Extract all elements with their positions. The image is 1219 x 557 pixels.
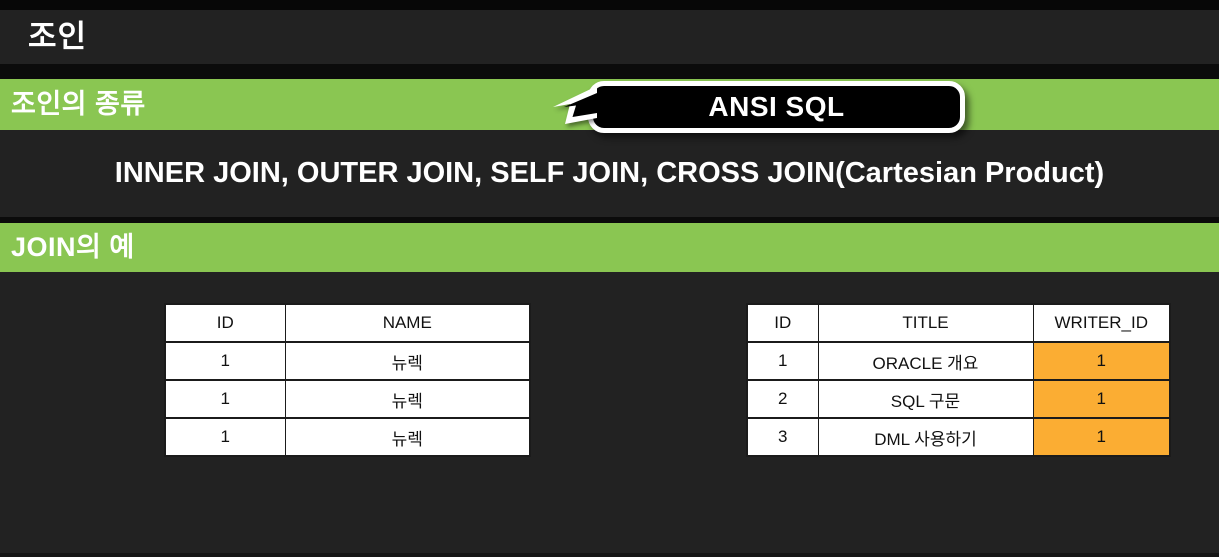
table-row: 3 DML 사용하기 1 bbox=[746, 417, 1171, 457]
table-row: 1 ORACLE 개요 1 bbox=[746, 341, 1171, 381]
column-header-id: ID bbox=[164, 303, 286, 343]
posts-table: ID TITLE WRITER_ID 1 ORACLE 개요 1 2 SQL 구… bbox=[746, 303, 1171, 457]
speech-bubble-tail-icon bbox=[553, 86, 597, 124]
section-header-label: 조인의 종류 bbox=[11, 89, 146, 119]
column-header-writer-id: WRITER_ID bbox=[1032, 303, 1171, 343]
cell-id: 1 bbox=[164, 341, 286, 381]
cell-title: SQL 구문 bbox=[817, 379, 1034, 419]
column-header-name: NAME bbox=[284, 303, 531, 343]
table-row: 1 뉴렉 bbox=[164, 417, 531, 457]
ansi-sql-callout: ANSI SQL bbox=[588, 81, 965, 133]
cell-name: 뉴렉 bbox=[284, 379, 531, 419]
divider-band bbox=[0, 217, 1219, 223]
cell-name: 뉴렉 bbox=[284, 417, 531, 457]
cell-title: DML 사용하기 bbox=[817, 417, 1034, 457]
cell-id: 1 bbox=[746, 341, 819, 381]
section-header-join-example: JOIN의 예 bbox=[0, 223, 1219, 272]
page-title: 조인 bbox=[28, 19, 88, 54]
divider-band bbox=[0, 64, 1219, 79]
table-row: 1 뉴렉 bbox=[164, 341, 531, 381]
join-types-text: INNER JOIN, OUTER JOIN, SELF JOIN, CROSS… bbox=[114, 157, 1105, 189]
cell-id: 2 bbox=[746, 379, 819, 419]
writers-table: ID NAME 1 뉴렉 1 뉴렉 1 뉴렉 bbox=[164, 303, 531, 457]
table-header-row: ID NAME bbox=[164, 303, 531, 343]
cell-writer-id: 1 bbox=[1032, 417, 1171, 457]
column-header-title: TITLE bbox=[817, 303, 1034, 343]
table-row: 1 뉴렉 bbox=[164, 379, 531, 419]
bottom-edge-strip bbox=[0, 553, 1219, 557]
title-section: 조인 bbox=[0, 10, 1219, 64]
table-header-row: ID TITLE WRITER_ID bbox=[746, 303, 1171, 343]
cell-id: 3 bbox=[746, 417, 819, 457]
cell-writer-id: 1 bbox=[1032, 379, 1171, 419]
cell-id: 1 bbox=[164, 417, 286, 457]
join-types-section: INNER JOIN, OUTER JOIN, SELF JOIN, CROSS… bbox=[0, 130, 1219, 217]
section-header-label: JOIN의 예 bbox=[11, 232, 135, 262]
cell-title: ORACLE 개요 bbox=[817, 341, 1034, 381]
cell-writer-id: 1 bbox=[1032, 341, 1171, 381]
cell-name: 뉴렉 bbox=[284, 341, 531, 381]
table-row: 2 SQL 구문 1 bbox=[746, 379, 1171, 419]
top-black-strip bbox=[0, 0, 1219, 10]
cell-id: 1 bbox=[164, 379, 286, 419]
ansi-sql-callout-label: ANSI SQL bbox=[708, 91, 845, 122]
column-header-id: ID bbox=[746, 303, 819, 343]
